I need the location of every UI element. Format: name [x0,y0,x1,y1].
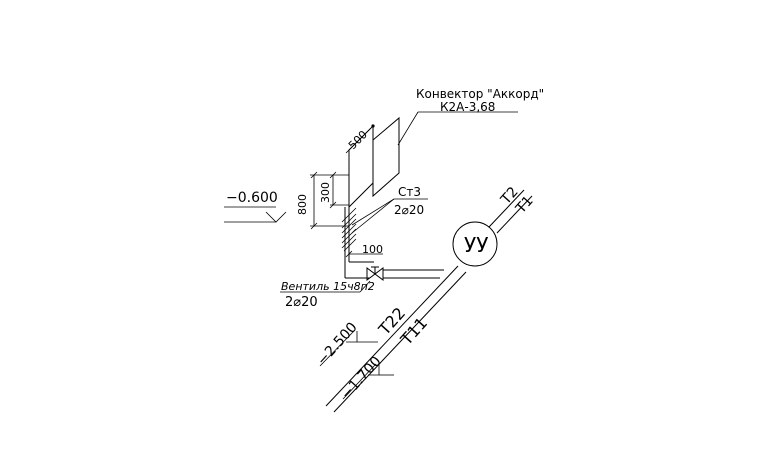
dim-800-text: 800 [296,194,309,215]
level-mark-low: −1.700 [338,353,394,403]
level-top-text: −0.600 [226,190,278,206]
valve-diameter: 2⌀20 [285,295,318,310]
convector-dot [371,124,375,128]
convector-leader [397,111,419,146]
level-mid-text: −2.500 [314,319,361,368]
dimension-100: 100 [345,243,383,258]
level-low-text: −1.700 [338,353,385,402]
dim-100-text: 100 [362,243,383,256]
dim-500-text: 500 [346,128,370,152]
convector-name: Конвектор "Аккорд" [416,87,544,101]
risers [341,207,374,279]
convector-panel-right [372,116,400,198]
metering-node-label: УУ [464,233,488,257]
dimension-500: 500 [345,128,371,175]
mains [325,189,533,413]
valve-leader [359,280,371,293]
riser-leader-1 [351,198,395,226]
dimension-800-300: 800 300 [296,171,349,230]
metering-node: УУ [452,221,498,267]
riser-leader-2 [351,198,395,234]
riser-diameter: 2⌀20 [394,203,424,217]
level-mark-top: −0.600 [224,190,287,223]
valve-icon [366,266,384,281]
valve-name: Вентиль 15ч8п2 [281,280,375,293]
convector-model: К2А-3,68 [440,100,495,114]
riser-material: Ст3 [398,185,421,199]
dim-300-text: 300 [319,182,332,203]
metering-node-circle [452,221,498,267]
